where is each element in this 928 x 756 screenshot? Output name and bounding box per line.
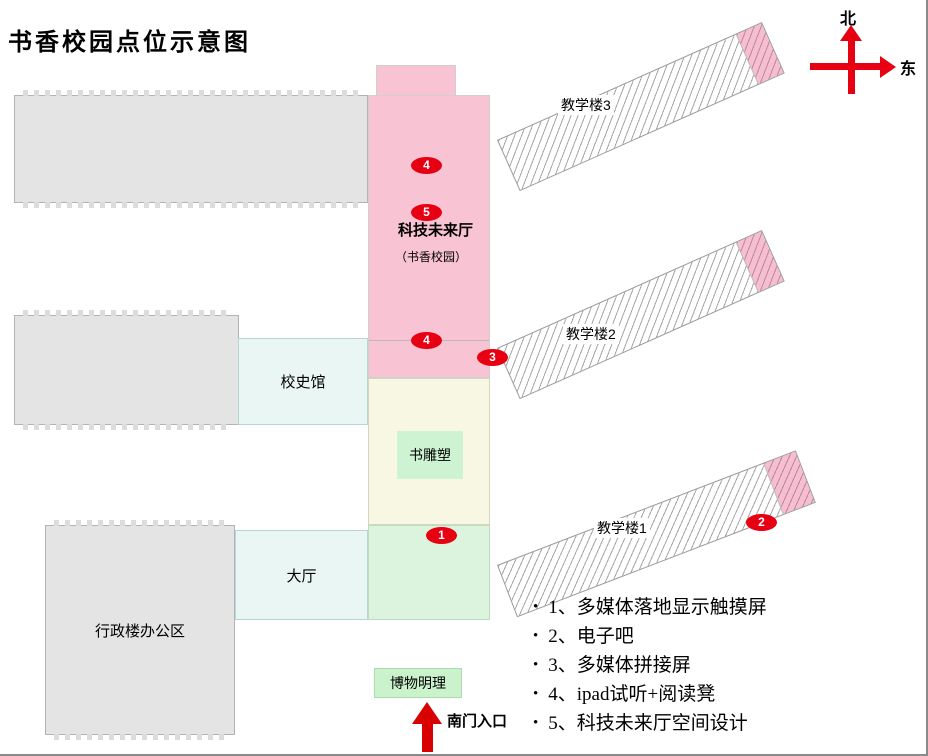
legend-item-3: 3、多媒体拼接屏 (533, 652, 767, 681)
compass-north-arrowhead-icon (840, 25, 862, 41)
teaching-3-label: 教学楼3 (558, 95, 614, 115)
legend-item-2-text: 2、电子吧 (548, 626, 634, 647)
marker-1: 1 (426, 527, 457, 544)
compass-horizontal-line (810, 63, 882, 70)
compass: 北 东 (800, 3, 925, 111)
marker-4-mid: 4 (411, 332, 442, 349)
teaching-3-pink-end (735, 23, 784, 85)
compass-east-label: 东 (900, 61, 917, 78)
legend-item-4: 4、ipad试听+阅读凳 (533, 681, 767, 710)
building-teaching-3 (497, 22, 785, 192)
building-teaching-1 (497, 450, 816, 618)
legend-item-2: 2、电子吧 (533, 623, 767, 652)
building-northwest-gray (14, 90, 368, 208)
future-hall-label: 科技未来厅 (398, 222, 474, 239)
building-future-hall: 科技未来厅 （书香校园） (368, 95, 490, 378)
building-west-gray (14, 310, 239, 430)
history-hall-label: 校史馆 (280, 374, 326, 391)
page-title: 书香校园点位示意图 (8, 30, 251, 56)
south-entrance-arrowhead (412, 702, 442, 724)
compass-north-label: 北 (840, 11, 857, 28)
building-lobby: 大厅 (235, 530, 368, 620)
marker-2: 2 (746, 514, 777, 531)
legend-item-3-text: 3、多媒体拼接屏 (548, 655, 691, 676)
legend-item-1: 1、多媒体落地显示触摸屏 (533, 594, 767, 623)
admin-office-label: 行政楼办公区 (94, 622, 185, 640)
future-hall-sublabel: （书香校园） (395, 250, 468, 264)
marker-5: 5 (411, 204, 442, 221)
south-entrance-arrow-shaft (422, 723, 433, 752)
legend-item-5-text: 5、科技未来厅空间设计 (548, 713, 748, 734)
lobby-label: 大厅 (286, 567, 317, 585)
legend: 1、多媒体落地显示触摸屏 2、电子吧 3、多媒体拼接屏 4、ipad试听+阅读凳… (533, 594, 767, 739)
legend-item-1-text: 1、多媒体落地显示触摸屏 (548, 597, 767, 618)
teaching-1-label: 教学楼1 (594, 518, 650, 538)
teaching-2-label: 教学楼2 (563, 324, 619, 344)
teaching-2-pink-end (735, 231, 784, 293)
building-admin-office: 行政楼办公区 (45, 520, 235, 740)
book-sculpture-label: 书雕塑 (409, 447, 451, 463)
bowu-mingli-label: 博物明理 (390, 675, 446, 691)
building-history-hall: 校史馆 (238, 338, 368, 425)
compass-east-arrowhead-icon (880, 56, 896, 78)
legend-item-5: 5、科技未来厅空间设计 (533, 710, 767, 739)
book-sculpture-box: 书雕塑 (397, 431, 463, 479)
teaching-1-pink-end (763, 451, 815, 515)
building-sculpture-court: 书雕塑 (368, 378, 490, 525)
legend-item-4-text: 4、ipad试听+阅读凳 (548, 684, 716, 705)
bowu-mingli-sign: 博物明理 (374, 668, 462, 698)
marker-3: 3 (477, 349, 508, 366)
south-gate-label: 南门入口 (447, 713, 508, 730)
future-hall-annex (376, 65, 456, 97)
marker-4-top: 4 (411, 157, 442, 174)
building-teaching-2 (497, 230, 785, 400)
